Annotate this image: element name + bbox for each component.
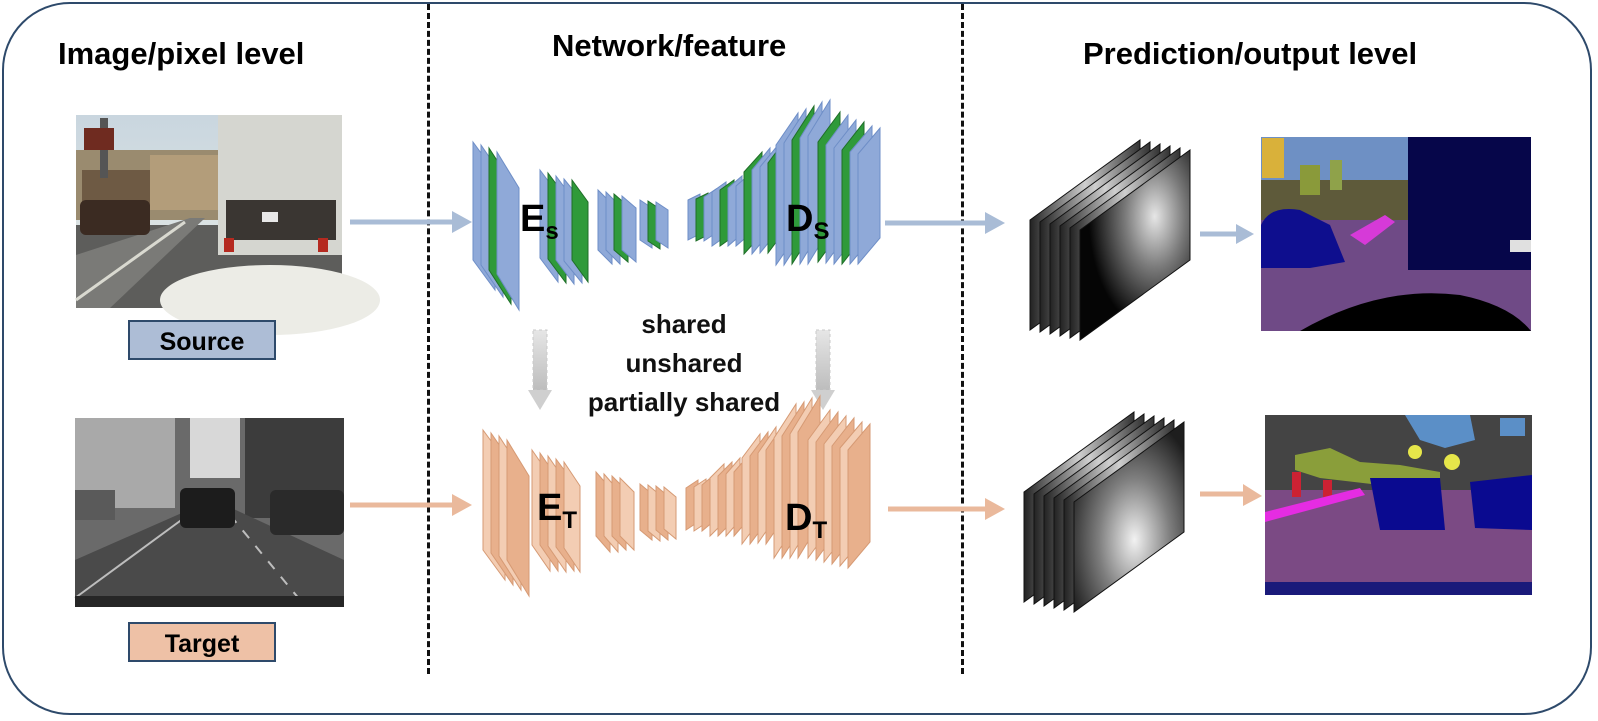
target-encoder-label: ET — [537, 487, 577, 535]
target-label: Target — [128, 622, 276, 662]
target-prediction-arrow — [1200, 484, 1262, 506]
source-network-layer — [571, 178, 589, 284]
header-image-level: Image/pixel level — [58, 36, 305, 71]
header-network-level: Network/feature — [552, 28, 787, 63]
encoder-sharing-arrow — [528, 329, 552, 410]
target-output-arrow — [888, 498, 1005, 520]
sharing-options: shared unshared partially shared — [560, 305, 808, 422]
source-decoder-label: DS — [786, 198, 829, 246]
source-input-arrow — [350, 211, 472, 233]
target-feature-map — [1073, 421, 1185, 613]
target-network-layer — [619, 476, 635, 552]
target-feature-map-stack — [1023, 411, 1185, 613]
target-decoder-main: D — [785, 497, 813, 539]
target-encoder-main: E — [537, 487, 563, 529]
source-street-photo — [75, 115, 380, 335]
target-encoder-sub: T — [562, 507, 578, 534]
sharing-option-partial: partially shared — [587, 387, 781, 417]
target-street-photo — [74, 418, 344, 607]
source-network-layer — [621, 194, 637, 264]
sharing-option-shared: shared — [641, 309, 727, 339]
source-prediction-arrow — [1200, 224, 1254, 244]
decoder-sharing-arrow — [811, 329, 835, 410]
target-network-layer — [663, 485, 677, 541]
source-feature-map-stack — [1029, 139, 1191, 341]
target-network-layer — [847, 422, 871, 570]
target-decoder-label: DT — [785, 497, 827, 545]
source-feature-map — [1079, 149, 1191, 341]
source-network-layer — [655, 201, 669, 249]
source-decoder-main: D — [786, 198, 814, 240]
source-label: Source — [128, 320, 276, 360]
separator-right — [961, 4, 964, 674]
target-input-arrow — [350, 494, 472, 516]
sharing-option-unshared: unshared — [625, 348, 743, 378]
source-encoder-sub: s — [545, 218, 559, 245]
target-network — [482, 394, 871, 598]
target-network-layer — [506, 438, 530, 598]
source-output-arrow — [885, 212, 1005, 234]
source-segmentation-map — [1261, 137, 1531, 331]
target-network-layer — [563, 460, 581, 574]
header-prediction-level: Prediction/output level — [1083, 36, 1418, 71]
target-decoder-sub: T — [812, 517, 828, 544]
source-network — [472, 98, 881, 312]
source-decoder-sub: S — [813, 218, 830, 245]
target-segmentation-map — [1265, 415, 1532, 595]
separator-left — [427, 4, 430, 674]
source-encoder-main: E — [520, 198, 546, 240]
source-encoder-label: Es — [520, 198, 559, 246]
source-network-layer — [857, 126, 881, 266]
source-network-layer — [496, 150, 520, 312]
